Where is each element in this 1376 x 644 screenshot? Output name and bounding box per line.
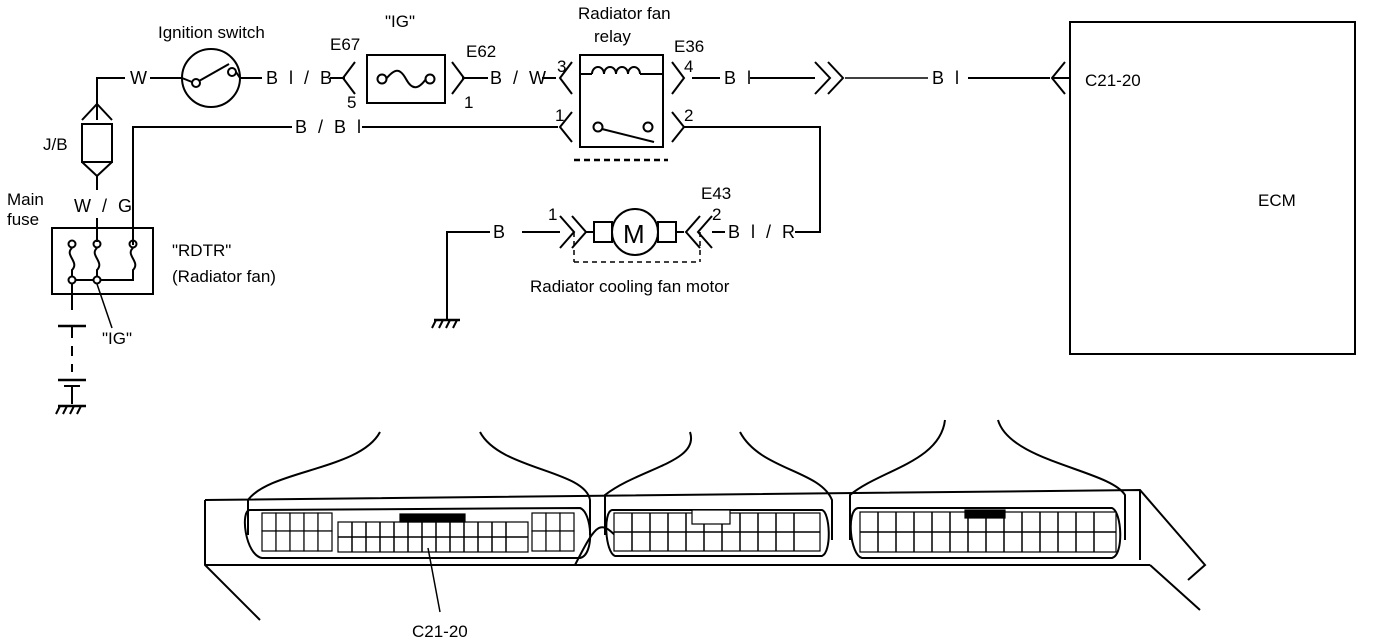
radiator-fan-relay: Radiator fan relay E36 3 4 1 2 <box>555 4 704 162</box>
fan-relay-label-1: Radiator fan <box>578 4 671 23</box>
connector-callout-label: C21-20 <box>412 622 468 641</box>
wire-bl-b-label: B l / B <box>266 68 335 88</box>
wire-w-g-label: W / G <box>74 196 135 216</box>
ig-fuse-top: "IG" E67 E62 5 1 <box>330 12 496 112</box>
ig-fuse-bottom-label: "IG" <box>102 329 132 348</box>
motor-pin-2: 2 <box>712 205 721 224</box>
relay-pin-1: 1 <box>555 106 564 125</box>
fan-motor: B M B l / R 1 2 E43 Radiator cooling fan… <box>446 184 798 320</box>
main-fuse-label-1: Main <box>7 190 44 209</box>
connector-1-pins <box>261 512 575 553</box>
ecm-terminal-label: C21-20 <box>1085 71 1141 90</box>
wire-b-bl-label: B / B l <box>295 117 364 137</box>
connector-e67-label: E67 <box>330 35 360 54</box>
fan-relay-label-2: relay <box>594 27 631 46</box>
ecm-connector-illustration: C21-20 <box>204 419 1207 641</box>
ignition-switch-label: Ignition switch <box>158 23 265 42</box>
pin-e67-5: 5 <box>347 93 356 112</box>
rdtr-label-1: "RDTR" <box>172 241 231 260</box>
wire-b-ground-label: B <box>493 222 508 242</box>
wire-w-label: W <box>130 68 150 88</box>
b-bl-wire: B / B l <box>132 117 821 245</box>
ground-symbol-motor <box>431 318 460 329</box>
jb-label: J/B <box>43 135 68 154</box>
relay-pin-2: 2 <box>684 106 693 125</box>
battery <box>58 324 86 404</box>
main-fuse-block: Main fuse "RDTR" (Radiator fan) "IG" <box>7 190 276 348</box>
ig-fuse-top-label: "IG" <box>385 12 415 31</box>
wire-b-w-label: B / W <box>490 68 549 88</box>
connector-e43-label: E43 <box>701 184 731 203</box>
pin-e62-1: 1 <box>464 93 473 112</box>
connector-3-pins <box>859 509 1117 553</box>
relay-pin-3: 3 <box>557 57 566 76</box>
wire-bl-ecm-label: B l <box>932 68 962 88</box>
ecm-label: ECM <box>1258 191 1296 210</box>
top-wire: W B l / B B / W B l B l <box>96 61 1070 120</box>
connector-e62-label: E62 <box>466 42 496 61</box>
ground-symbol-battery <box>55 404 86 415</box>
connector-e36-label: E36 <box>674 37 704 56</box>
ignition-switch: Ignition switch <box>158 23 265 108</box>
ecm-box: ECM C21-20 <box>1069 21 1356 355</box>
connector-2-pins <box>613 509 821 552</box>
wire-bl-r-label: B l / R <box>728 222 798 242</box>
jb-fuse: J/B W / G <box>43 102 135 242</box>
main-fuse-label-2: fuse <box>7 210 39 229</box>
wire-bl-relay-label: B l <box>724 68 754 88</box>
rdtr-label-2: (Radiator fan) <box>172 267 276 286</box>
fan-motor-label: Radiator cooling fan motor <box>530 277 730 296</box>
relay-pin-4: 4 <box>684 57 693 76</box>
motor-pin-1: 1 <box>548 205 557 224</box>
motor-symbol: M <box>623 219 645 249</box>
